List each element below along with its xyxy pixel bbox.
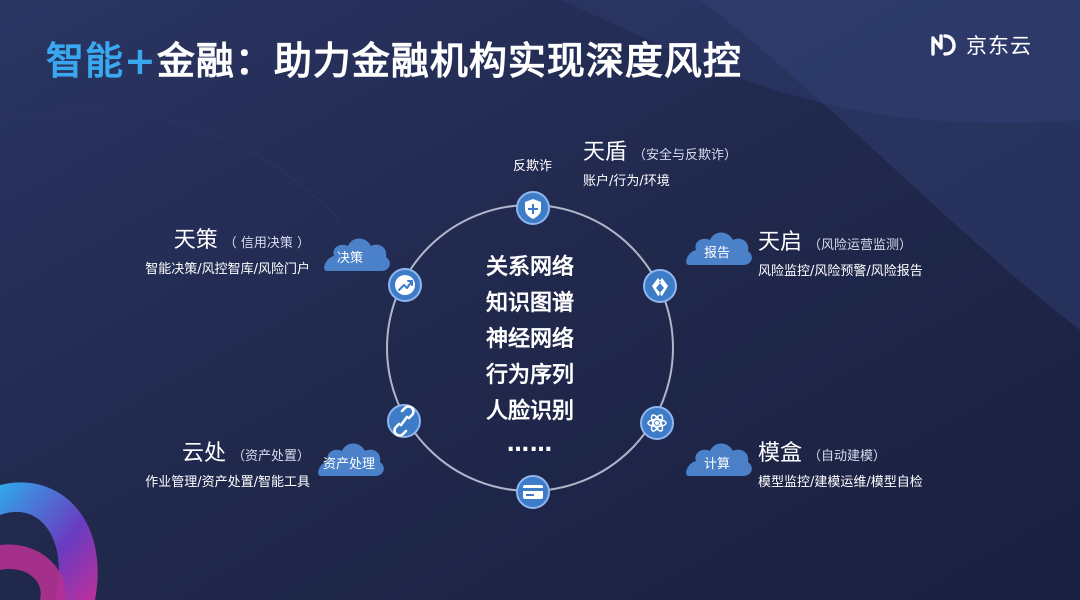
module-tiance: 天策 （ 信用决策 ） 智能决策/风控智库/风险门户 <box>110 222 310 277</box>
module-tiandun: 天盾 （安全与反欺诈） 账户/行为/环境 <box>583 134 737 189</box>
center-item: 知识图谱 <box>485 291 574 316</box>
title-rest: 金融：助力金融机构实现深度风控 <box>156 39 742 83</box>
trend-up-icon <box>398 280 413 291</box>
center-item: 神经网络 <box>485 327 574 352</box>
diamond-icon <box>652 278 668 296</box>
module-desc: 智能决策/风控智库/风险门户 <box>145 262 310 277</box>
module-tianqi: 天启 （风险运营监测） 风险监控/风险预警/风险报告 <box>758 224 923 279</box>
module-desc: 风险监控/风险预警/风险报告 <box>758 264 923 279</box>
module-yunchu: 云处 （资产处置） 作业管理/资产处置/智能工具 <box>110 435 310 490</box>
module-desc: 作业管理/资产处置/智能工具 <box>145 475 310 490</box>
module-subtitle: （安全与反欺诈） <box>633 148 738 163</box>
module-name: 模盒 <box>758 441 803 466</box>
anti-fraud-label: 反欺诈 <box>513 159 553 174</box>
node-lower-right <box>640 406 674 440</box>
link-icon <box>393 405 415 437</box>
center-item: 人脸识别 <box>485 399 574 424</box>
center-item: 行为序列 <box>485 363 574 388</box>
module-subtitle: （自动建模） <box>808 449 887 464</box>
module-name: 天启 <box>758 230 803 255</box>
module-subtitle: （风险运营监测） <box>808 238 913 253</box>
module-name: 天盾 <box>583 140 628 165</box>
jd-cloud-logo: 京东云 <box>930 30 1032 60</box>
node-top <box>516 191 550 225</box>
center-ellipsis: …… <box>507 432 553 457</box>
center-item: 关系网络 <box>485 255 574 280</box>
title-highlight: 智能+ <box>46 39 157 83</box>
node-upper-right <box>643 269 677 303</box>
cloud-label-compute: 计算 <box>704 457 731 472</box>
logo-text: 京东云 <box>966 34 1032 58</box>
module-subtitle: （资产处置） <box>231 449 310 464</box>
module-name: 天策 <box>173 228 218 253</box>
cloud-label-asset: 资产处理 <box>323 457 376 472</box>
cloud-label-report: 报告 <box>704 246 731 261</box>
cloud-icon <box>318 232 752 476</box>
node-upper-left <box>388 268 422 302</box>
center-tech-list: 关系网络 知识图谱 神经网络 行为序列 人脸识别 …… <box>440 250 620 460</box>
node-lower-left <box>387 404 421 438</box>
module-desc: 模型监控/建模运维/模型自检 <box>758 475 923 490</box>
node-bottom <box>516 475 550 509</box>
module-mohe: 模盒 （自动建模） 模型监控/建模运维/模型自检 <box>758 435 923 490</box>
cloud-label-decision: 决策 <box>337 251 364 266</box>
module-subtitle: （ 信用决策 ） <box>223 236 310 251</box>
module-name: 云处 <box>181 441 226 466</box>
module-desc: 账户/行为/环境 <box>583 174 670 189</box>
jd-cloud-logo-icon <box>931 34 956 56</box>
atom-icon <box>647 414 667 432</box>
page-title: 智能+金融：助力金融机构实现深度风控 <box>46 30 742 85</box>
card-icon <box>523 485 543 499</box>
